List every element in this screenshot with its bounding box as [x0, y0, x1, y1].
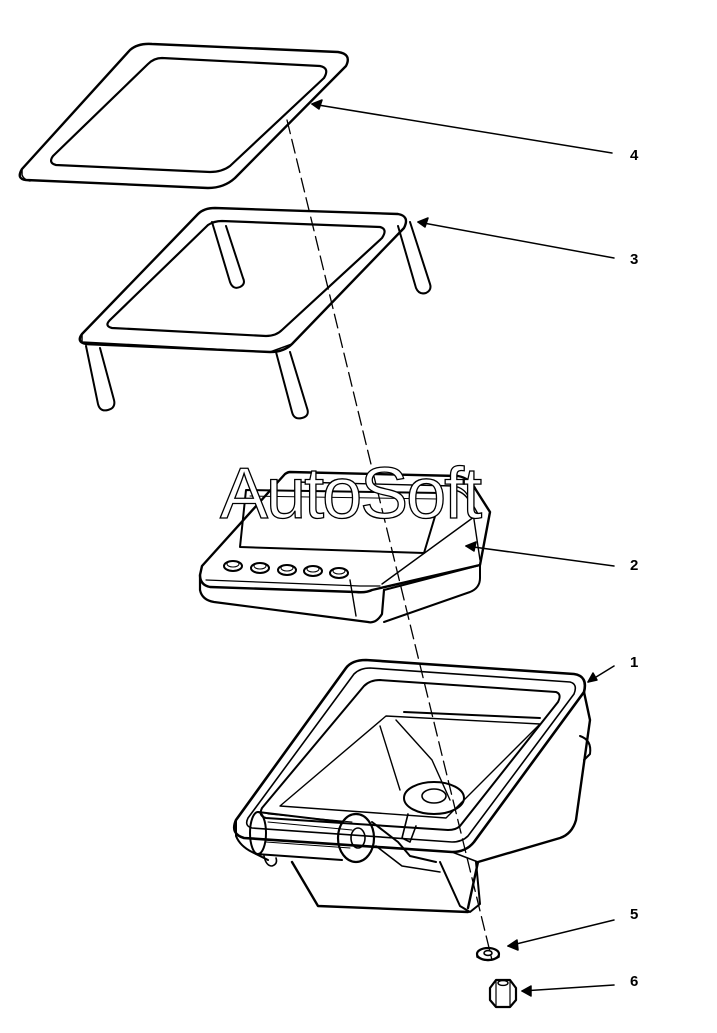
- leader-line-5: [507, 919, 615, 947]
- part-3-bezel-frame: [78, 206, 432, 420]
- assembly-axis-line: [286, 119, 493, 961]
- part-5-washer: [475, 946, 501, 962]
- leader-lines: [311, 99, 615, 997]
- part-6-nut: [488, 978, 518, 1009]
- leader-line-2: [465, 545, 615, 567]
- leader-line-6: [521, 984, 615, 992]
- leader-line-3: [417, 221, 615, 259]
- part-1-housing: [232, 658, 592, 914]
- callout-5: 5: [630, 906, 639, 923]
- leader-line-4: [311, 103, 613, 154]
- part-2-display-unit: [198, 470, 492, 624]
- callout-6: 6: [630, 973, 639, 990]
- callout-2: 2: [630, 557, 639, 574]
- watermark: AutoSoft: [219, 454, 482, 534]
- callout-1: 1: [630, 654, 639, 671]
- part-4-gasket: [18, 42, 349, 190]
- callout-3: 3: [630, 251, 639, 268]
- callout-4: 4: [630, 147, 639, 164]
